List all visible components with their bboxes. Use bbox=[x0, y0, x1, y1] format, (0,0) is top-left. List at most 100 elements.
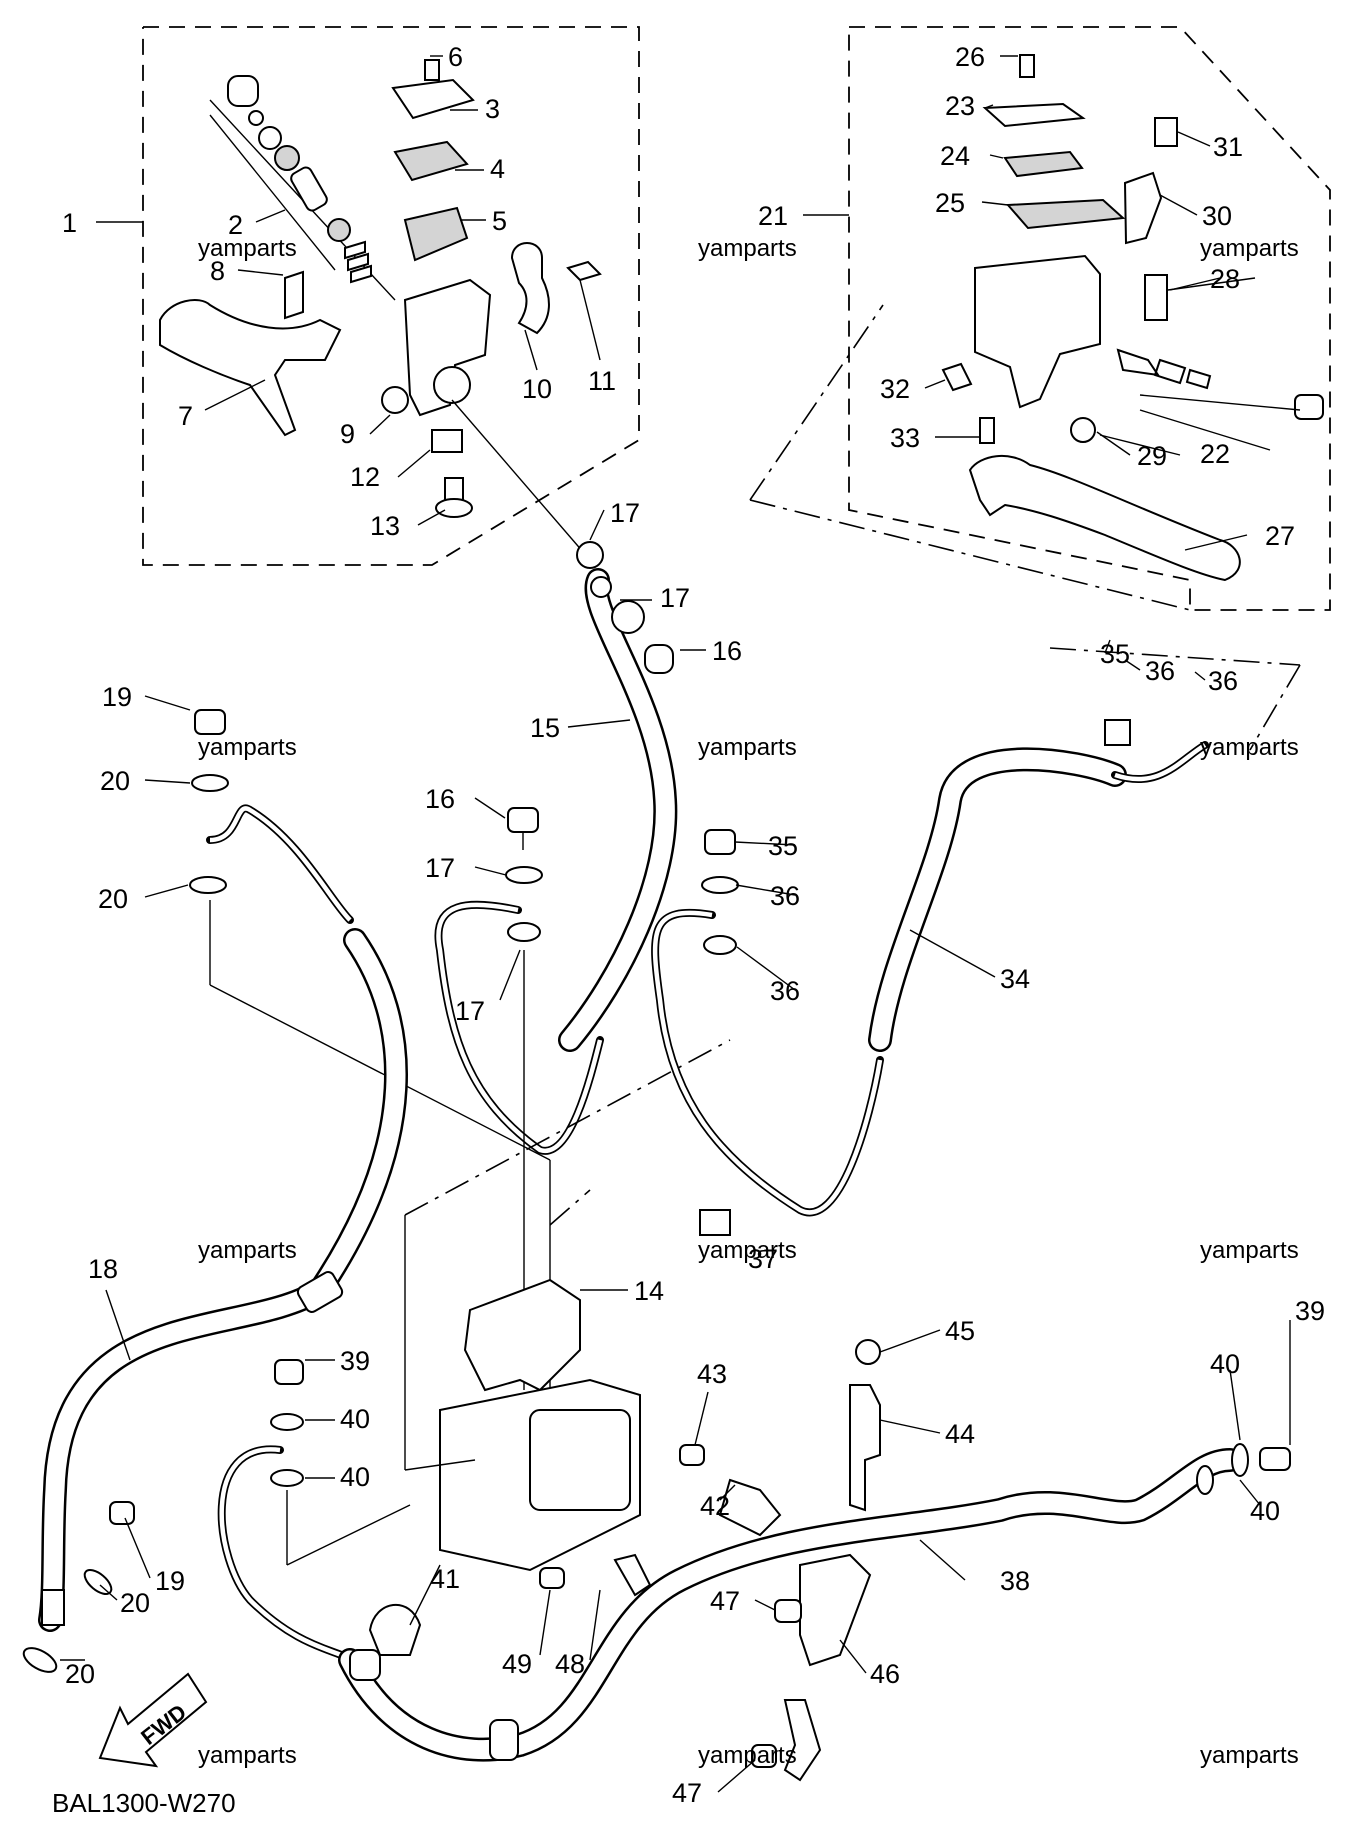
part-label: 20 bbox=[98, 884, 128, 914]
part-label: 40 bbox=[1210, 1349, 1240, 1379]
watermark-text: yamparts bbox=[198, 734, 297, 761]
pipe-clamp bbox=[699, 1209, 731, 1236]
hose-38 bbox=[338, 1443, 1291, 1762]
brake-lever bbox=[159, 299, 342, 437]
part-label: 4 bbox=[490, 154, 505, 184]
part-label: 24 bbox=[940, 141, 970, 171]
part-label: 34 bbox=[1000, 964, 1030, 994]
group-box-left-master-cylinder bbox=[142, 26, 640, 566]
reservoir-cap-right bbox=[982, 102, 1086, 128]
bracket-42 bbox=[718, 1478, 782, 1537]
part-label: 17 bbox=[610, 498, 640, 528]
part-label: 40 bbox=[1250, 1496, 1280, 1526]
brake-switch-right bbox=[941, 362, 973, 392]
abs-unit-group bbox=[404, 1039, 731, 1572]
part-label: 16 bbox=[712, 636, 742, 666]
diaphragm bbox=[403, 206, 469, 262]
brake-hose-15 bbox=[451, 399, 678, 1052]
watermark-text: yamparts bbox=[698, 1742, 797, 1769]
right-master-cylinder-group bbox=[941, 54, 1324, 582]
part-label: 7 bbox=[178, 401, 193, 431]
bracket-44 bbox=[849, 1384, 881, 1512]
part-label: 2 bbox=[228, 210, 243, 240]
assembly-leaders bbox=[96, 214, 849, 223]
watermark-text: yamparts bbox=[1200, 1742, 1299, 1769]
lower-brackets bbox=[368, 1339, 881, 1782]
part-label: 47 bbox=[710, 1586, 740, 1616]
part-label: 9 bbox=[340, 419, 355, 449]
brake-switch bbox=[431, 429, 463, 453]
part-label: 39 bbox=[1295, 1296, 1325, 1326]
pipe-lower-left bbox=[217, 1359, 411, 1664]
part-label: 14 bbox=[634, 1276, 664, 1306]
watermark-text: yamparts bbox=[698, 235, 797, 262]
handlebar-holder bbox=[510, 242, 550, 335]
part-label: 3 bbox=[485, 94, 500, 124]
watermark-text: yamparts bbox=[1200, 235, 1299, 262]
part-label: 39 bbox=[340, 1346, 370, 1376]
bracket-46 bbox=[799, 1553, 872, 1667]
part-label: 17 bbox=[425, 853, 455, 883]
part-label: 16 bbox=[425, 784, 455, 814]
part-label: 30 bbox=[1202, 201, 1232, 231]
part-label: 36 bbox=[1145, 656, 1175, 686]
part-label: 1 bbox=[62, 208, 77, 238]
part-label: 47 bbox=[672, 1778, 702, 1808]
watermark-text: yamparts bbox=[698, 734, 797, 761]
part-label: 35 bbox=[1100, 639, 1130, 669]
watermark-text: yamparts bbox=[198, 1742, 297, 1769]
part-label: 25 bbox=[935, 188, 965, 218]
piston-cup bbox=[227, 75, 259, 107]
part-label: 26 bbox=[955, 42, 985, 72]
part-label: 20 bbox=[65, 1659, 95, 1689]
part-label: 19 bbox=[102, 682, 132, 712]
part-label: 41 bbox=[430, 1564, 460, 1594]
part-label: 12 bbox=[350, 462, 380, 492]
part-label: 42 bbox=[700, 1491, 730, 1521]
part-label: 49 bbox=[502, 1649, 532, 1679]
part-label: 36 bbox=[770, 881, 800, 911]
part-label: 18 bbox=[88, 1254, 118, 1284]
part-label: 15 bbox=[530, 713, 560, 743]
part-label: 8 bbox=[210, 256, 225, 286]
master-cylinder-body bbox=[403, 278, 492, 417]
watermark-text: yamparts bbox=[1200, 1237, 1299, 1264]
part-label: 20 bbox=[120, 1588, 150, 1618]
watermarks: yamparts yamparts yamparts yamparts yamp… bbox=[198, 235, 1299, 1769]
callout-labels: 1 2 3 4 5 6 7 8 9 10 11 12 13 14 15 16 1… bbox=[60, 42, 1325, 1808]
part-label: 43 bbox=[697, 1359, 727, 1389]
part-label: 38 bbox=[1000, 1566, 1030, 1596]
part-label: 31 bbox=[1213, 132, 1243, 162]
diaphragm-plate bbox=[393, 140, 469, 182]
diagram-code: BAL1300-W270 bbox=[52, 1788, 236, 1818]
part-label: 23 bbox=[945, 91, 975, 121]
part-label: 10 bbox=[522, 374, 552, 404]
part-label: 36 bbox=[1208, 666, 1238, 696]
center-pipe-group bbox=[434, 807, 884, 1390]
part-label: 46 bbox=[870, 1659, 900, 1689]
part-label: 36 bbox=[770, 976, 800, 1006]
left-master-cylinder-group bbox=[159, 59, 602, 518]
watermark-text: yamparts bbox=[198, 235, 297, 262]
grommet-41 bbox=[368, 1604, 422, 1656]
forward-arrow: FWD bbox=[98, 1672, 208, 1768]
part-label: 45 bbox=[945, 1316, 975, 1346]
part-label: 40 bbox=[340, 1462, 370, 1492]
watermark-text: yamparts bbox=[698, 1237, 797, 1264]
abs-bracket bbox=[463, 1278, 581, 1392]
pipe-upper-left bbox=[189, 709, 551, 1390]
part-label: 27 bbox=[1265, 521, 1295, 551]
part-label: 22 bbox=[1200, 439, 1230, 469]
part-label: 48 bbox=[555, 1649, 585, 1679]
part-label: 32 bbox=[880, 374, 910, 404]
part-label: 19 bbox=[155, 1566, 185, 1596]
part-label: 17 bbox=[455, 996, 485, 1026]
part-label: 33 bbox=[890, 423, 920, 453]
part-label: 17 bbox=[660, 583, 690, 613]
watermark-text: yamparts bbox=[198, 1237, 297, 1264]
master-cylinder-body-right bbox=[974, 254, 1101, 409]
pivot-bolt bbox=[284, 270, 304, 320]
hose-18 bbox=[22, 928, 408, 1673]
part-label: 44 bbox=[945, 1419, 975, 1449]
